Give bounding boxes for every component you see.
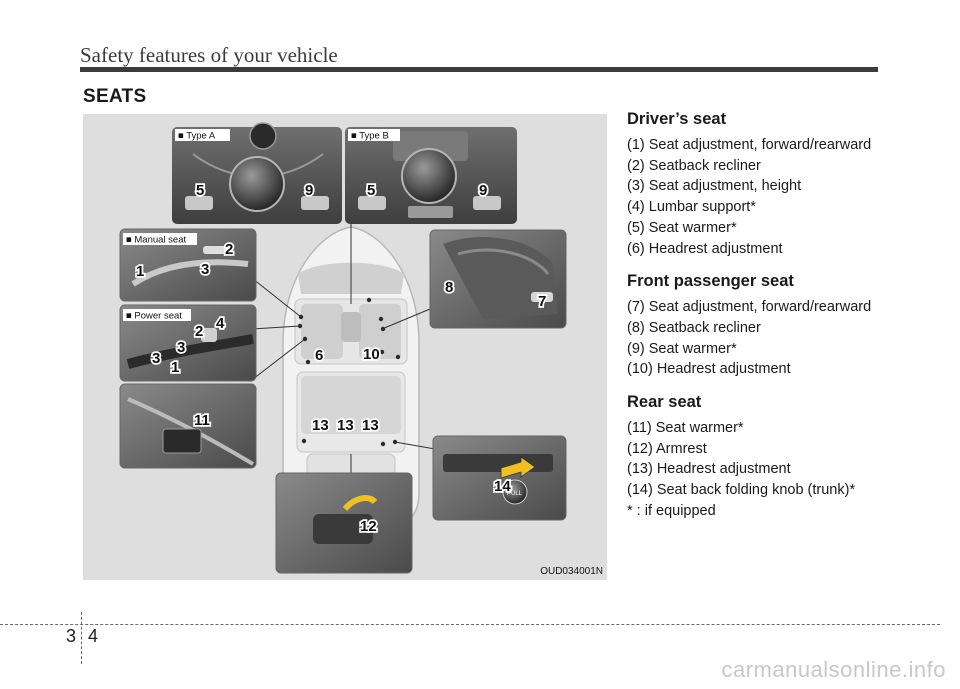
list-item: (6) Headrest adjustment xyxy=(627,240,783,257)
group-front-passenger-seat: Front passenger seat (7) Seat adjustment… xyxy=(627,272,917,380)
list-item: (9) Seat warmer* xyxy=(627,340,737,357)
list-item: * : if equipped xyxy=(627,502,716,519)
callout-13a: 13 xyxy=(312,417,329,434)
list-item: (3) Seat adjustment, height xyxy=(627,178,802,195)
footer-divider xyxy=(81,612,82,664)
callout-3a-power: 3 xyxy=(152,350,160,367)
group-title: Rear seat xyxy=(627,393,702,412)
type-b-panel: ■ Type B 5 9 xyxy=(345,127,517,224)
callout-14: 14 xyxy=(494,478,511,495)
callout-12: 12 xyxy=(360,518,377,535)
power-seat-panel: ■ Power seat 3 3 1 2 4 xyxy=(119,304,257,382)
list-item: (2) Seatback recliner xyxy=(627,157,761,174)
figure-code: OUD034001N xyxy=(540,566,603,577)
manual-seat-panel: ■ Manual seat 1 2 3 xyxy=(119,228,257,302)
watermark: carmanualsonline.info xyxy=(721,657,946,682)
callout-5-type-a: 5 xyxy=(196,182,204,199)
list-item: (8) Seatback recliner xyxy=(627,319,761,336)
group-drivers-seat: Driver’s seat (1) Seat adjustment, forwa… xyxy=(627,110,917,259)
footer-rule xyxy=(0,624,940,625)
seats-illustration: 6 10 13 13 13 ■ Type A 5 9 xyxy=(119,122,567,574)
page-number: 4 xyxy=(88,626,99,646)
seats-figure: 6 10 13 13 13 ■ Type A 5 9 xyxy=(83,114,607,580)
callout-2-power: 2 xyxy=(195,323,203,340)
type-b-label: ■ Type B xyxy=(351,131,389,142)
group-title: Driver’s seat xyxy=(627,110,727,128)
rear-door-panel: 11 xyxy=(119,383,257,469)
header-title: Safety features of your vehicle xyxy=(80,43,338,67)
list-item: (13) Headrest adjustment xyxy=(627,461,791,478)
callout-9-type-a: 9 xyxy=(305,182,313,199)
list-item: (14) Seat back folding knob (trunk)* xyxy=(627,482,856,499)
list-item: (12) Armrest xyxy=(627,440,707,457)
callout-1-power: 1 xyxy=(171,359,179,376)
callout-6: 6 xyxy=(315,347,323,364)
callout-5-type-b: 5 xyxy=(367,182,375,199)
type-a-panel: ■ Type A 5 9 xyxy=(172,122,342,224)
list-item: (7) Seat adjustment, forward/rearward xyxy=(627,299,872,316)
callout-9-type-b: 9 xyxy=(479,182,487,199)
passenger-seat-panel: 8 7 xyxy=(429,229,567,329)
callout-1-manual: 1 xyxy=(136,263,144,280)
legend-column: Driver’s seat (1) Seat adjustment, forwa… xyxy=(627,110,917,535)
callout-13b: 13 xyxy=(337,417,354,434)
list-item: (1) Seat adjustment, forward/rearward xyxy=(627,137,872,153)
callout-2-manual: 2 xyxy=(225,241,233,258)
list-item: (11) Seat warmer* xyxy=(627,420,744,437)
callout-8: 8 xyxy=(445,279,453,296)
trunk-knob-panel: PULL 14 xyxy=(432,435,567,521)
list-item: (10) Headrest adjustment xyxy=(627,361,791,378)
manual-seat-label: ■ Manual seat xyxy=(126,235,186,246)
callout-3b-power: 3 xyxy=(177,339,185,356)
type-a-label: ■ Type A xyxy=(178,131,216,142)
group-rear-seat: Rear seat (11) Seat warmer* (12) Armrest… xyxy=(627,393,917,522)
header-rule xyxy=(80,67,878,72)
power-seat-label: ■ Power seat xyxy=(126,311,182,322)
rear-armrest-panel: 12 xyxy=(275,472,413,574)
callout-4-power: 4 xyxy=(216,315,225,332)
knob-pull-text: PULL xyxy=(507,491,523,497)
section-title: SEATS xyxy=(83,86,147,107)
callout-13c: 13 xyxy=(362,417,379,434)
group-title: Front passenger seat xyxy=(627,272,794,291)
list-item: (5) Seat warmer* xyxy=(627,219,737,236)
callout-10: 10 xyxy=(363,346,380,363)
car-top-view: 6 10 13 13 13 xyxy=(282,226,420,535)
callout-11: 11 xyxy=(194,412,210,429)
chapter-number: 3 xyxy=(66,626,77,646)
callout-3-manual: 3 xyxy=(201,261,209,278)
callout-7: 7 xyxy=(538,293,546,310)
list-item: (4) Lumbar support* xyxy=(627,199,756,216)
leader-lines xyxy=(252,218,436,474)
